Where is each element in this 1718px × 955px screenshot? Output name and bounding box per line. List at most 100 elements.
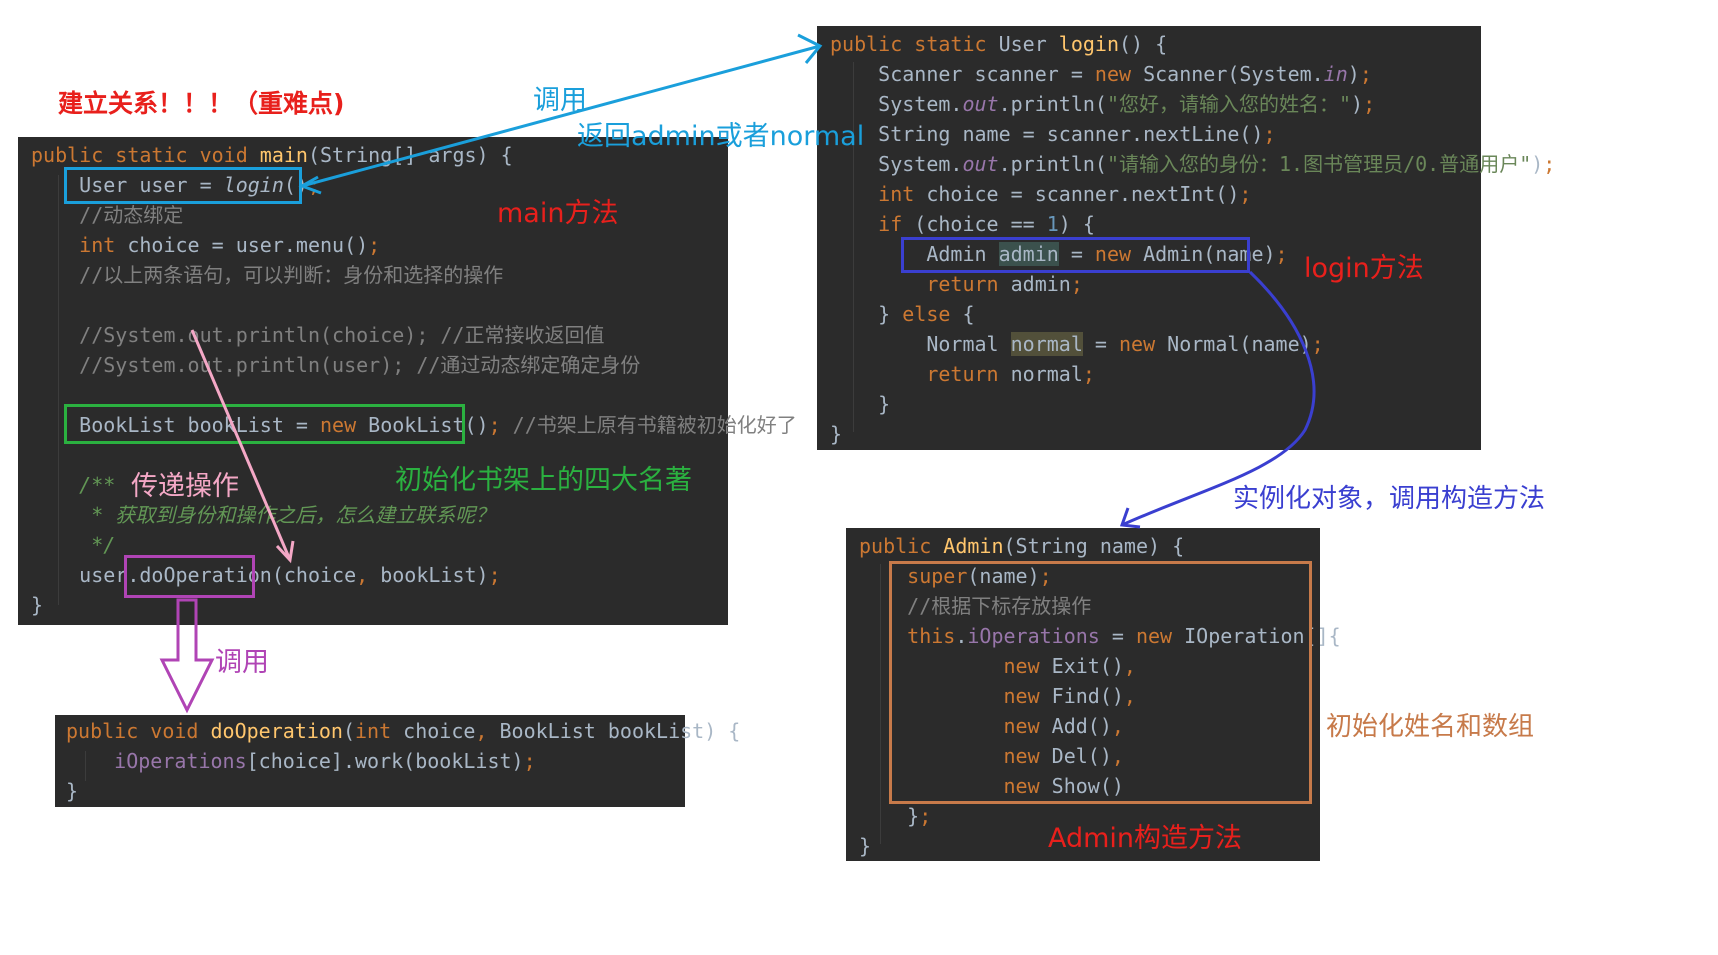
code-token: new — [1003, 744, 1052, 768]
code-token: login — [223, 173, 284, 197]
code-token: return — [926, 362, 1011, 386]
code-line: } else { — [830, 298, 975, 331]
code-token: , — [1111, 744, 1124, 768]
code-token: //动态绑定 — [31, 203, 184, 227]
indent-guide — [880, 564, 881, 844]
code-token: choice — [403, 719, 476, 743]
code-token: super — [907, 564, 968, 588]
code-token: new — [1135, 624, 1185, 648]
code-token: admin — [1010, 272, 1071, 296]
code-token: * 获取到身份和操作之后，怎么建立联系呢？ — [31, 503, 496, 527]
code-token: in — [1323, 62, 1348, 86]
code-line: System.out.println("您好，请输入您的姓名："); — [830, 88, 1375, 121]
code-token: String name = scanner.nextLine() — [830, 122, 1264, 146]
code-token: Exit() — [1051, 654, 1124, 678]
instantiate-arrow-head — [1119, 507, 1141, 529]
code-token: { — [962, 302, 975, 326]
code-token: if — [878, 212, 915, 236]
instantiate-arrow — [1121, 270, 1316, 527]
code-line: } — [31, 589, 43, 622]
code-token: Admin(name) — [1143, 242, 1276, 266]
diagram-title: 建立关系！！！（重难点) — [58, 89, 345, 118]
code-token: } — [830, 392, 891, 416]
code-line: Admin admin = new Admin(name); — [830, 238, 1288, 271]
code-token: = — [1082, 332, 1119, 356]
code-line: iOperations[choice].work(bookList); — [66, 745, 535, 778]
code-token: ) { — [1058, 212, 1095, 236]
code-token: new — [1003, 684, 1052, 708]
code-token: . — [955, 624, 968, 648]
code-line: super(name); — [859, 560, 1052, 593]
code-token: Del() — [1051, 744, 1112, 768]
code-token: (choice == — [914, 212, 1047, 236]
code-line: //根据下标存放操作 — [859, 590, 1091, 623]
code-token: new — [1003, 714, 1052, 738]
code-token: choice = scanner.nextInt() — [926, 182, 1240, 206]
code-token: new — [1003, 654, 1052, 678]
code-line: }; — [859, 800, 931, 833]
booklist-init-box — [64, 404, 465, 444]
code-token: public static void — [31, 143, 260, 167]
code-line: } — [859, 830, 871, 863]
code-token: Add() — [1051, 714, 1112, 738]
code-token: "请输入您的身份：1.图书管理员/0.普通用户" — [1106, 152, 1532, 176]
code-token: ; — [1363, 92, 1376, 116]
call-label-top: 调用 — [533, 85, 587, 116]
call-arrow — [301, 44, 821, 188]
code-token: admin — [998, 242, 1059, 266]
code-token: } — [830, 302, 903, 326]
code-line: new Add(), — [859, 710, 1124, 743]
code-token: BookList bookList = — [31, 413, 320, 437]
code-line: if (choice == 1) { — [830, 208, 1095, 241]
code-token: "您好，请输入您的姓名：" — [1106, 92, 1352, 116]
code-token: (String[] args) { — [307, 143, 513, 167]
main-method-label: main方法 — [497, 198, 619, 229]
code-token: ) — [1347, 62, 1360, 86]
call-down-arrow — [159, 598, 215, 714]
code-line: User user = login(); — [31, 169, 320, 202]
code-token: System. — [830, 92, 963, 116]
code-token: System. — [830, 152, 963, 176]
constructor-body-box — [889, 561, 1312, 804]
code-token: else — [902, 302, 963, 326]
code-line: public static User login() { — [830, 28, 1167, 61]
code-token: //书架上原有书籍被初始化好了 — [500, 413, 797, 437]
code-token: (name) — [967, 564, 1040, 588]
code-token: new — [319, 413, 369, 437]
code-token: */ — [31, 533, 116, 557]
code-token: doOperation — [210, 719, 343, 743]
code-line: * 获取到身份和操作之后，怎么建立联系呢？ — [31, 499, 495, 532]
code-token: iOperations — [967, 624, 1100, 648]
code-token: ; — [1070, 272, 1083, 296]
main-method-panel: public static void main(String[] args) {… — [18, 137, 797, 625]
code-token: User user = — [31, 173, 224, 197]
return-label: 返回admin或者normal — [577, 121, 865, 152]
code-token: ; — [1359, 62, 1372, 86]
code-token: ; — [919, 804, 932, 828]
pass-operation-arrow-head — [275, 540, 295, 564]
code-line: public Admin(String name) { — [859, 530, 1184, 563]
code-token: User — [998, 32, 1059, 56]
code-token: main — [259, 143, 308, 167]
code-line: this.iOperations = new IOperation[]{ — [859, 620, 1341, 653]
code-line: */ — [31, 529, 115, 562]
admin-constructor-panel: public Admin(String name) { super(name);… — [846, 528, 1341, 863]
code-line: new Del(), — [859, 740, 1124, 773]
code-token: = — [1058, 242, 1095, 266]
code-token: out — [962, 152, 999, 176]
code-token: , — [1123, 684, 1136, 708]
code-token: int — [79, 233, 128, 257]
code-token: ; — [1543, 152, 1556, 176]
code-token: .println( — [998, 92, 1107, 116]
code-line: } — [830, 388, 890, 421]
code-token: ; — [1275, 242, 1288, 266]
code-token: , — [475, 719, 500, 743]
code-token: ; — [368, 233, 381, 257]
code-token: new — [1094, 62, 1144, 86]
code-token: iOperations — [114, 749, 247, 773]
code-token: int — [355, 719, 404, 743]
code-token: login — [1058, 32, 1120, 56]
code-line: } — [830, 418, 842, 451]
pass-operation-label: 传递操作 — [131, 471, 239, 502]
